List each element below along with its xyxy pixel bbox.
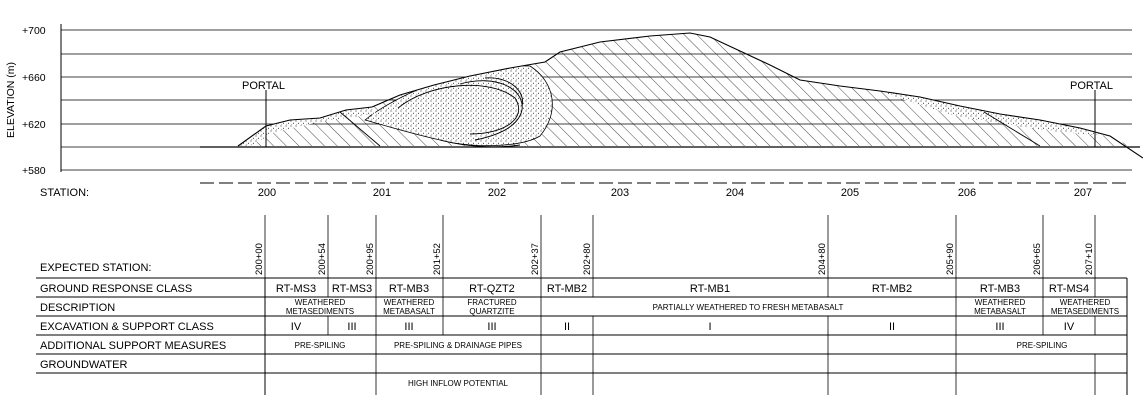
description-cell: WEATHERED bbox=[975, 298, 1026, 307]
weathered-metasediment-left-dots bbox=[238, 107, 376, 146]
station-tick-201: 201 bbox=[373, 187, 391, 199]
excavation-cell: II bbox=[889, 321, 895, 333]
fault-line-left bbox=[339, 111, 381, 147]
additional-support-cell: PRE-SPILING & DRAINAGE PIPES bbox=[394, 341, 522, 350]
ground-surface bbox=[237, 32, 1143, 159]
station-tick-206: 206 bbox=[958, 187, 976, 199]
ground-response-cell: RT-MS3 bbox=[332, 283, 372, 295]
excavation-cell: IV bbox=[291, 321, 302, 333]
description-cell: QUARTZITE bbox=[469, 307, 514, 316]
station-tick-200: 200 bbox=[258, 187, 276, 199]
ground-response-cell: RT-QZT2 bbox=[469, 283, 515, 295]
station-tick-207: 207 bbox=[1074, 187, 1092, 199]
description-cell: WEATHERED bbox=[1060, 298, 1111, 307]
row-label-ground-response: GROUND RESPONSE CLASS bbox=[40, 283, 192, 295]
elevation-tick-700: +700 bbox=[22, 25, 46, 37]
excavation-cell: IV bbox=[1064, 321, 1075, 333]
groundwater-cell: HIGH INFLOW POTENTIAL bbox=[408, 379, 509, 388]
expected-station-207-10: 207+10 bbox=[1084, 243, 1095, 275]
expected-station-206-65: 206+65 bbox=[1032, 243, 1043, 275]
description-cell: PARTIALLY WEATHERED TO FRESH METABASALT bbox=[653, 303, 844, 312]
ground-response-cell: RT-MB2 bbox=[547, 283, 587, 295]
classification-table: GROUND RESPONSE CLASS DESCRIPTION EXCAVA… bbox=[36, 277, 1128, 395]
fault-line-right bbox=[983, 111, 1041, 147]
excavation-cell: II bbox=[564, 321, 570, 333]
ground-response-cell: RT-MS3 bbox=[276, 283, 316, 295]
metabasalt-zone bbox=[238, 33, 1130, 146]
description-cell: WEATHERED bbox=[295, 298, 346, 307]
elevation-tick-580: +580 bbox=[22, 165, 46, 177]
description-cell: METABASALT bbox=[974, 307, 1026, 316]
portal-markers: PORTAL PORTAL bbox=[242, 80, 1113, 147]
excavation-cell: III bbox=[487, 321, 496, 333]
row-label-description: DESCRIPTION bbox=[40, 302, 115, 314]
elevation-tick-660: +660 bbox=[22, 72, 46, 84]
expected-station-205-90: 205+90 bbox=[945, 243, 956, 275]
excavation-cell: I bbox=[708, 321, 711, 333]
expected-station-201-52: 201+52 bbox=[432, 243, 443, 275]
station-axis: STATION: 200 201 202 203 204 205 206 207 bbox=[40, 182, 1127, 199]
portal-left-label: PORTAL bbox=[242, 80, 285, 92]
station-axis-label: STATION: bbox=[40, 187, 89, 199]
expected-station-204-80: 204+80 bbox=[817, 243, 828, 275]
expected-station-200-54: 200+54 bbox=[317, 243, 328, 275]
ground-response-cell: RT-MB3 bbox=[389, 283, 429, 295]
additional-support-cell: PRE-SPILING bbox=[295, 341, 346, 350]
excavation-cell: III bbox=[404, 321, 413, 333]
row-label-additional: ADDITIONAL SUPPORT MEASURES bbox=[40, 340, 226, 352]
expected-station-200-95: 200+95 bbox=[365, 243, 376, 275]
station-tick-202: 202 bbox=[488, 187, 506, 199]
description-cell: METASEDIMENTS bbox=[286, 307, 354, 316]
expected-station-202-37: 202+37 bbox=[530, 243, 541, 275]
description-cell: METASEDIMENTS bbox=[1051, 307, 1119, 316]
excavation-cell: III bbox=[347, 321, 356, 333]
station-tick-204: 204 bbox=[726, 187, 744, 199]
additional-support-cell: PRE-SPILING bbox=[1017, 341, 1068, 350]
portal-right-label: PORTAL bbox=[1070, 80, 1113, 92]
geologic-profile bbox=[200, 32, 1143, 159]
ground-response-cell: RT-MB3 bbox=[980, 283, 1020, 295]
description-cell: WEATHERED bbox=[384, 298, 435, 307]
ground-response-cell: RT-MS4 bbox=[1049, 283, 1089, 295]
ground-response-cell: RT-MB2 bbox=[872, 283, 912, 295]
station-tick-205: 205 bbox=[841, 187, 859, 199]
description-cell: METABASALT bbox=[383, 307, 435, 316]
elevation-tick-620: +620 bbox=[22, 119, 46, 131]
ground-response-cell: RT-MB1 bbox=[690, 283, 730, 295]
expected-station-200-00: 200+00 bbox=[254, 243, 265, 275]
expected-station-202-80: 202+80 bbox=[582, 243, 593, 275]
fold-contour-3 bbox=[484, 77, 524, 107]
expected-station-label: EXPECTED STATION: bbox=[40, 262, 151, 274]
excavation-cell: III bbox=[995, 321, 1004, 333]
row-label-excavation: EXCAVATION & SUPPORT CLASS bbox=[40, 321, 214, 333]
elevation-axis-title: ELEVATION (m) bbox=[5, 62, 17, 138]
station-tick-203: 203 bbox=[611, 187, 629, 199]
description-cell: FRACTURED bbox=[467, 298, 517, 307]
row-label-groundwater: GROUNDWATER bbox=[40, 359, 127, 371]
fold-contour-1 bbox=[397, 84, 520, 135]
expected-station-row: EXPECTED STATION: 200+00 200+54 200+95 2… bbox=[40, 215, 1096, 278]
fold-contour-2 bbox=[459, 80, 523, 141]
